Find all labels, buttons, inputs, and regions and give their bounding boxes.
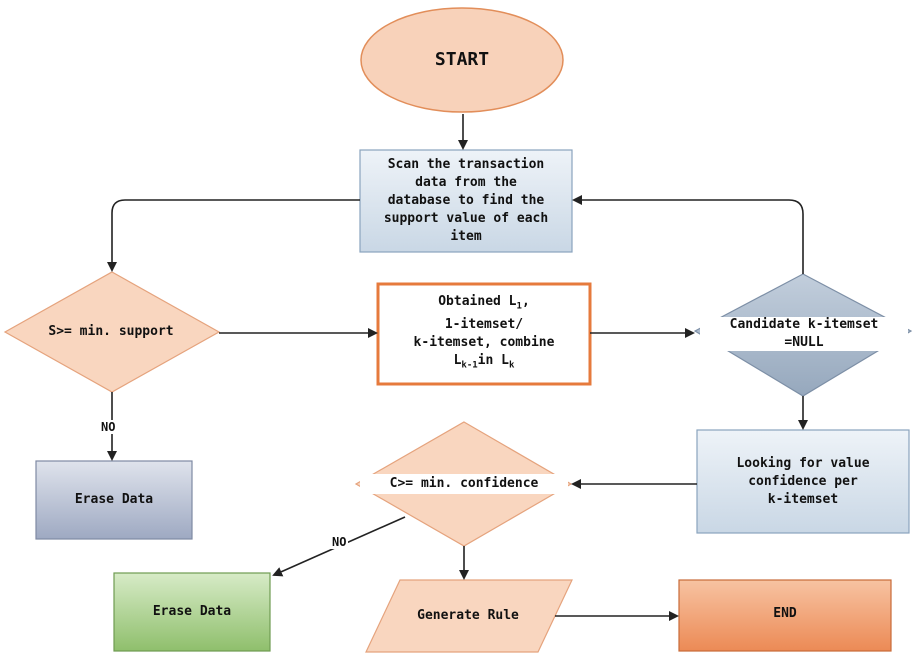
obtained-process-box [376,282,592,386]
looking-process-box [696,429,910,534]
looking-line-3: k-itemset [767,491,839,507]
start-label: START [434,49,490,70]
obtained-line-4: Lk-1in Lk [453,353,515,371]
candidate-line-1: Candidate k-itemset [729,317,879,332]
arrow-scan-to-support [107,199,360,272]
looking-text: Looking for value confidence per k-items… [699,432,907,531]
erase-data-label-2: Erase Data [152,604,232,619]
confidence-decision-label: C>= min. confidence [389,476,539,491]
looking-line-2: confidence per [748,473,858,489]
scan-process-box [359,149,573,253]
confidence-label-bg [360,474,568,494]
no-label-confidence: NO [330,535,349,549]
erase-data-box-1 [35,460,193,540]
erase-data-box-2 [113,572,271,652]
scan-line-3: database to find the [387,193,545,208]
generate-rule-parallelogram [365,579,573,653]
start-terminator [360,7,564,113]
looking-line-1: Looking for value [736,455,870,471]
erase-data-label-1: Erase Data [74,492,154,507]
support-decision-label: S>= min. support [48,324,174,339]
candidate-line-2: =NULL [784,335,824,350]
scan-text: Scan the transaction data from the datab… [362,152,570,250]
scan-line-5: item [450,229,482,244]
candidate-text: Candidate k-itemset =NULL [700,316,908,352]
no-label-support: NO [99,420,118,434]
obtained-text: Obtained L1, 1-itemset/ k-itemset, combi… [382,288,586,380]
arrow-candidate-loop-to-scan [572,195,804,274]
obtained-line-2: 1-itemset/ [444,317,524,332]
scan-line-2: data from the [415,175,517,190]
generate-rule-label: Generate Rule [417,608,519,623]
end-label: END [773,606,797,621]
obtained-line-1: Obtained L1, [438,294,530,312]
scan-line-1: Scan the transaction [387,157,545,172]
candidate-label-bg [700,317,908,351]
scan-line-4: support value of each [383,211,549,226]
obtained-line-3: k-itemset, combine [413,335,555,350]
end-terminator-box [678,579,892,652]
